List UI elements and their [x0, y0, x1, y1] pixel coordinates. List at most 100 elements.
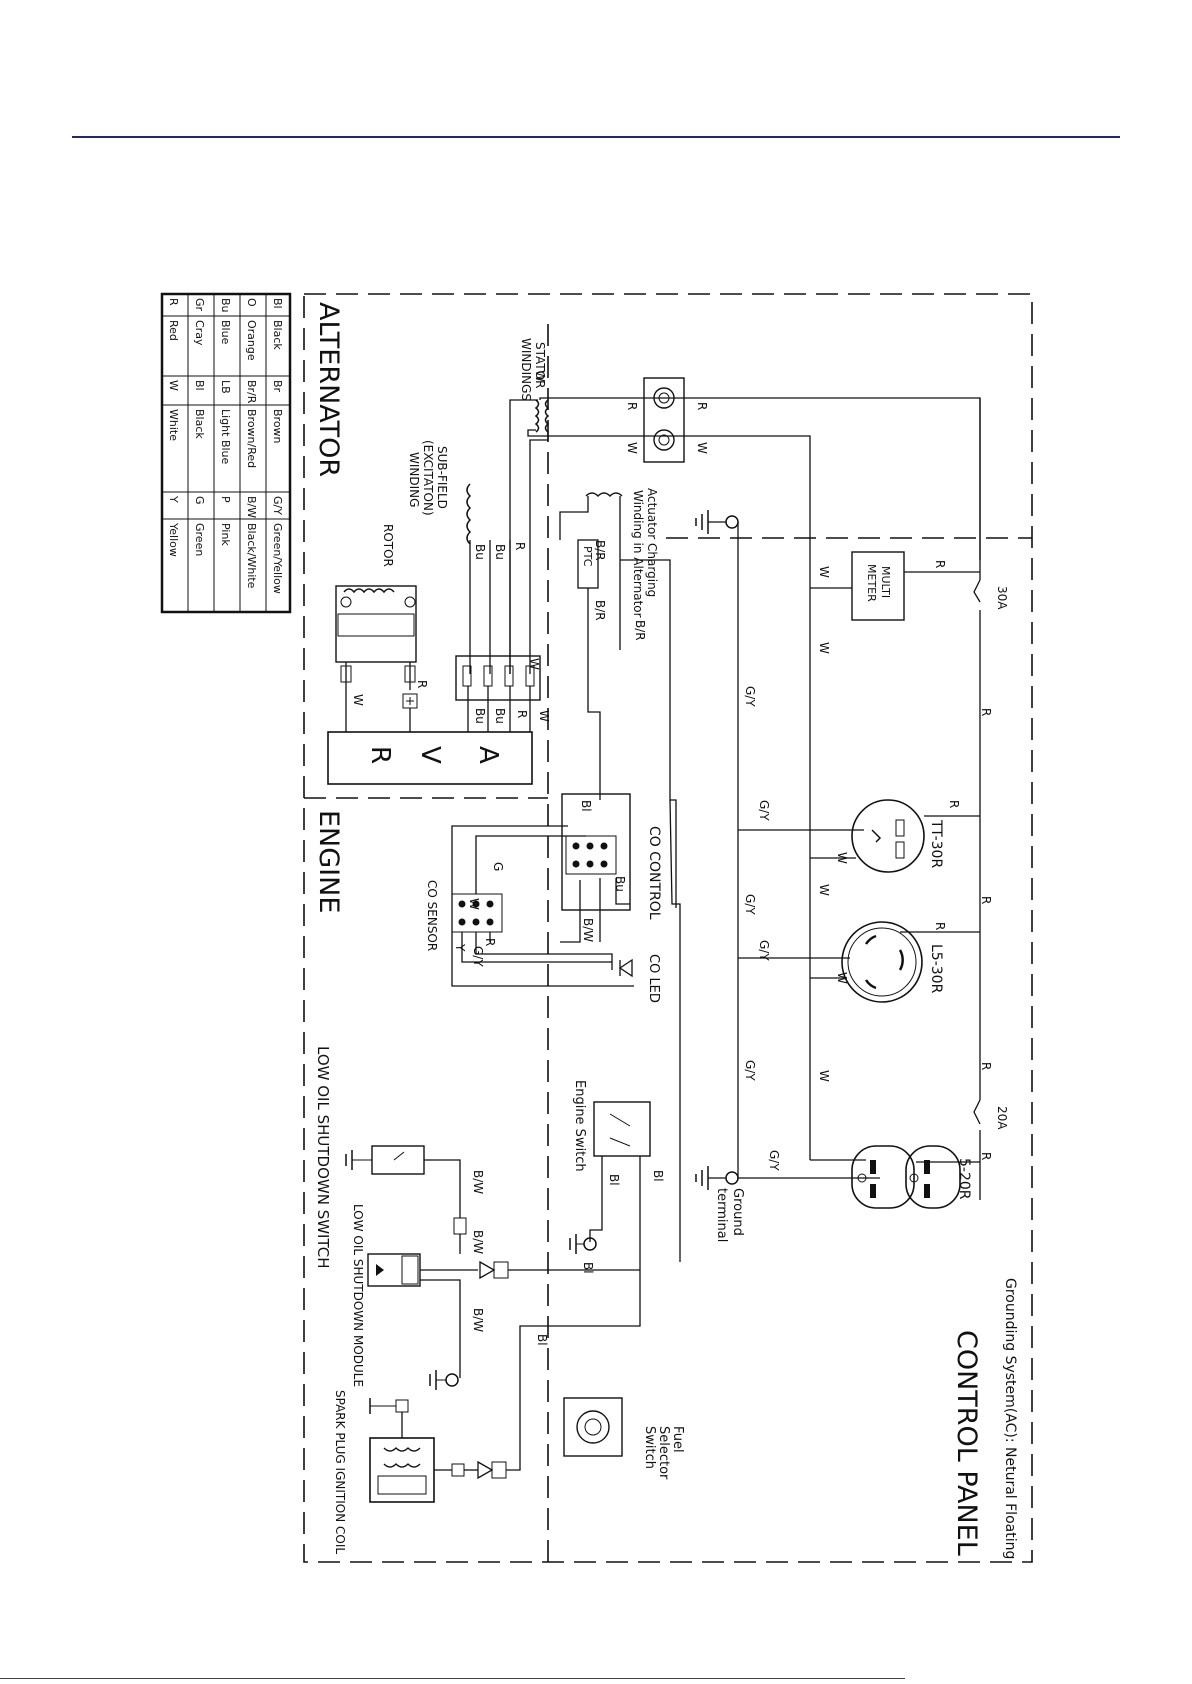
legend-code: O	[245, 298, 258, 307]
svg-text:R: R	[483, 938, 497, 946]
svg-text:G/Y: G/Y	[743, 1060, 757, 1081]
svg-text:R: R	[365, 746, 395, 764]
legend-code: Br/R	[245, 380, 258, 404]
footer-rule	[0, 1678, 905, 1679]
diode-plus	[402, 693, 418, 709]
legend-code: R	[167, 298, 180, 306]
legend-code: B/W	[245, 496, 258, 518]
svg-text:W: W	[527, 658, 541, 670]
legend-name: Green/Yellow	[271, 523, 284, 594]
low-oil-switch	[345, 1145, 467, 1254]
rotor: ROTOR	[335, 524, 417, 702]
legend-name: Black	[193, 409, 206, 439]
svg-text:R: R	[947, 800, 961, 808]
co-control-module: CO CONTROL	[561, 793, 662, 920]
svg-text:G/Y: G/Y	[471, 946, 485, 967]
svg-text:W: W	[695, 442, 709, 454]
ignition-coil: SPARK PLUG IGNITION COIL	[333, 1390, 521, 1554]
svg-text:Bu: Bu	[493, 708, 507, 724]
legend-code: Br	[271, 380, 284, 393]
low-oil-switch-title: LOW OIL SHUTDOWN SWITCH	[314, 1046, 332, 1269]
svg-text:R: R	[415, 680, 429, 688]
svg-text:Switch: Switch	[642, 1426, 657, 1469]
svg-text:G/Y: G/Y	[757, 800, 771, 821]
svg-text:B/W: B/W	[471, 1308, 485, 1332]
svg-text:W: W	[817, 884, 831, 896]
svg-text:5-20R: 5-20R	[956, 1158, 972, 1200]
svg-text:R: R	[695, 402, 709, 410]
legend-name: Orange	[245, 320, 258, 361]
svg-text:WINDING: WINDING	[407, 452, 421, 507]
svg-text:CO CONTROL: CO CONTROL	[646, 826, 662, 920]
svg-text:G/Y: G/Y	[743, 686, 757, 707]
legend-name: Yellow	[167, 522, 180, 557]
svg-text:L5-30R: L5-30R	[928, 944, 944, 994]
svg-text:Bl: Bl	[581, 1262, 595, 1274]
legend-name: Pink	[219, 523, 232, 546]
svg-text:Winding in Alternator: Winding in Alternator	[631, 490, 645, 618]
svg-text:(EXCITATON): (EXCITATON)	[421, 440, 435, 516]
svg-text:W: W	[533, 370, 547, 382]
control-panel-title: CONTROL PANEL	[951, 1330, 982, 1556]
svg-text:G/Y: G/Y	[757, 940, 771, 961]
svg-text:R: R	[513, 542, 527, 550]
legend-code: G/Y	[271, 496, 284, 515]
svg-text:R: R	[979, 896, 993, 904]
header-rule	[72, 136, 1120, 138]
svg-text:B/R: B/R	[593, 540, 607, 561]
svg-text:Bu: Bu	[613, 876, 627, 892]
svg-text:PTC: PTC	[581, 546, 594, 567]
svg-text:B/R: B/R	[633, 620, 647, 641]
legend-name: Light Blue	[219, 409, 232, 465]
section-borders	[303, 293, 1033, 1563]
svg-text:R: R	[515, 710, 529, 718]
actuator-winding: Actuator Charging Winding in Alternator	[585, 488, 659, 618]
breaker-20a: 20A	[973, 1099, 1009, 1130]
svg-text:G: G	[491, 862, 505, 871]
legend-code: P	[219, 496, 232, 503]
svg-text:CO LED: CO LED	[646, 954, 661, 1003]
svg-text:METER: METER	[865, 564, 878, 602]
legend-name: Black/White	[245, 523, 258, 589]
svg-text:Bl: Bl	[535, 1334, 549, 1346]
alternator-wires	[345, 397, 981, 1160]
svg-text:W: W	[817, 566, 831, 578]
svg-text:Bu: Bu	[473, 708, 487, 724]
legend-code: Bl	[271, 298, 284, 309]
svg-text:Bu: Bu	[473, 544, 487, 560]
svg-text:Ground: Ground	[730, 1188, 745, 1236]
legend-code: Bl	[193, 380, 206, 391]
svg-text:W: W	[835, 852, 849, 864]
grounding-note: Grounding System(AC): Netural Floating	[1002, 1278, 1018, 1559]
legend-code: Bu	[219, 298, 232, 313]
alternator-title: ALTERNATOR	[313, 302, 344, 477]
svg-text:TT-30R: TT-30R	[928, 819, 944, 868]
svg-text:STATOR: STATOR	[533, 342, 547, 388]
co-sensor-module: CO SENSOR	[425, 880, 503, 951]
co-led: CO LED	[618, 954, 661, 1003]
svg-text:R: R	[979, 1062, 993, 1070]
receptacle-l530r: L5-30R	[841, 921, 944, 1003]
fuel-selector-switch: Fuel Selector Switch	[563, 1397, 685, 1480]
svg-text:terminal: terminal	[714, 1188, 729, 1242]
svg-text:B/W: B/W	[471, 1230, 485, 1254]
svg-text:R: R	[933, 560, 947, 568]
svg-text:SUB-FIELD: SUB-FIELD	[435, 446, 449, 509]
svg-text:B/W: B/W	[581, 918, 595, 942]
svg-text:W: W	[537, 710, 551, 722]
svg-text:B/R: B/R	[593, 600, 607, 621]
legend-code: W	[167, 380, 180, 391]
avr-box: A V R	[327, 731, 533, 785]
control-panel-wires	[737, 398, 981, 1200]
svg-text:Fuel: Fuel	[670, 1426, 685, 1453]
legend-code: Y	[167, 495, 180, 503]
svg-text:WINDINGS: WINDINGS	[519, 338, 533, 401]
svg-text:20A: 20A	[995, 1106, 1009, 1130]
svg-text:R: R	[625, 402, 639, 410]
svg-text:Bu: Bu	[493, 544, 507, 560]
svg-text:Y: Y	[453, 943, 467, 952]
svg-text:W: W	[835, 972, 849, 984]
breaker-30a: 30A	[973, 579, 1009, 610]
svg-text:CO SENSOR: CO SENSOR	[425, 880, 439, 951]
